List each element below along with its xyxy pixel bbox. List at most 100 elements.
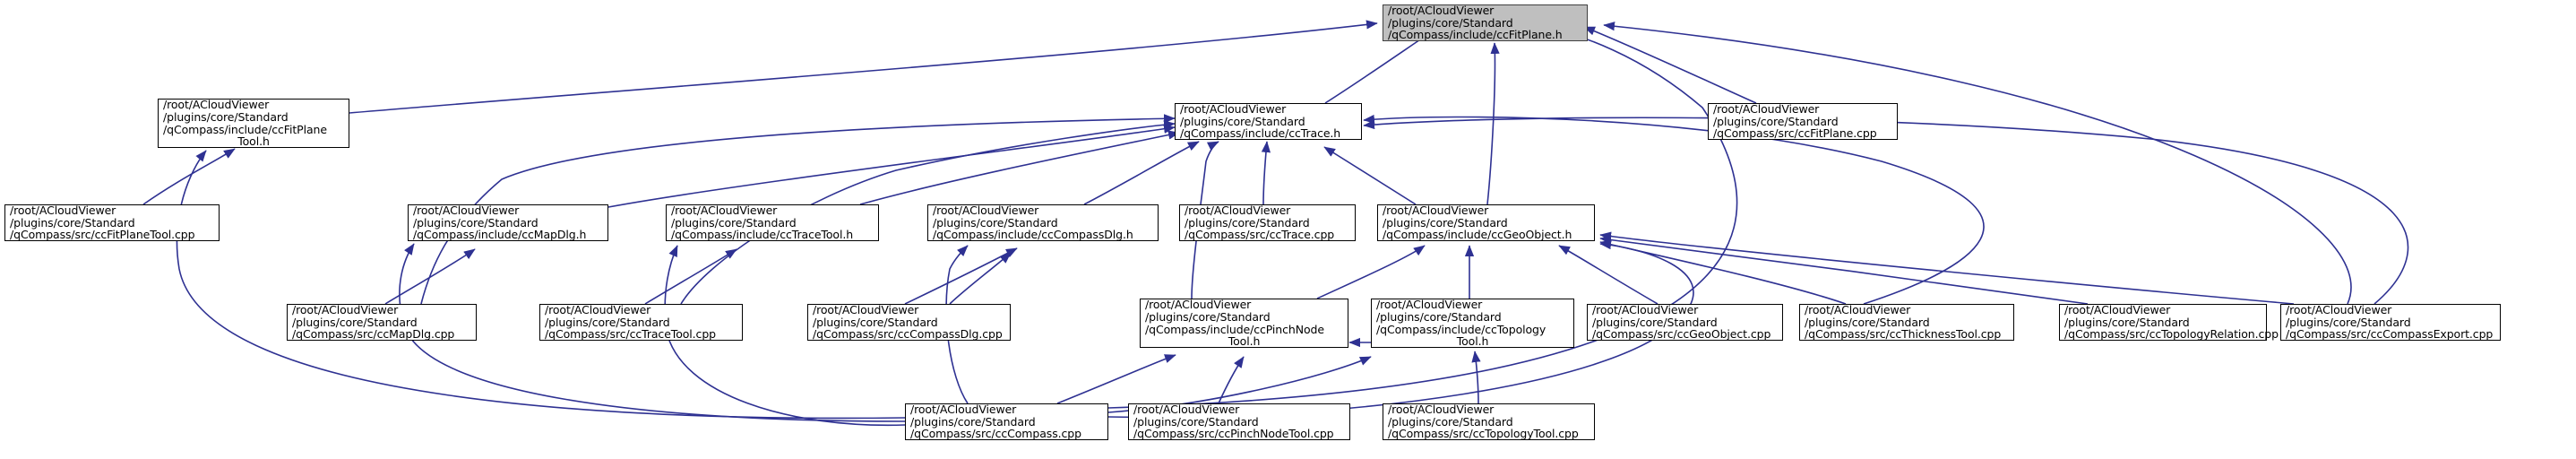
graph-node-ccMapDlg_cpp[interactable]: /root/ACloudViewer/plugins/core/Standard… <box>287 304 477 341</box>
graph-node-label-line: /plugins/core/Standard <box>1376 309 1502 324</box>
edge-ccTrace_h-to-ccFitPlane_h <box>1324 30 1434 104</box>
graph-node-ccTrace_cpp[interactable]: /root/ACloudViewer/plugins/core/Standard… <box>1179 204 1356 241</box>
graph-node-label-line: /root/ACloudViewer <box>545 303 651 317</box>
graph-node-label-line: /root/ACloudViewer <box>292 303 399 317</box>
graph-node-label-line: /plugins/core/Standard <box>1133 414 1259 429</box>
graph-node-ccFitPlaneTool_h[interactable]: /root/ACloudViewer/plugins/core/Standard… <box>158 99 349 148</box>
edge-ccCompass_cpp-to-ccPinchNodeTool_h <box>1056 354 1176 404</box>
graph-node-label-line: /root/ACloudViewer <box>1185 204 1291 218</box>
graph-node-label-line: /plugins/core/Standard <box>933 215 1058 230</box>
graph-node-ccPinchNodeTool_h[interactable]: /root/ACloudViewer/plugins/core/Standard… <box>1140 299 1348 348</box>
graph-node-label-line: /qCompass/include/ccCompassDlg.h <box>933 228 1133 242</box>
graph-node-label-line: /qCompass/src/ccCompassExport.cpp <box>2286 327 2494 342</box>
graph-node-ccPinchNodeTool_cpp[interactable]: /root/ACloudViewer/plugins/core/Standard… <box>1128 403 1350 440</box>
graph-node-label-line: Tool.h <box>1228 334 1261 349</box>
graph-node-label-line: /root/ACloudViewer <box>1133 403 1240 417</box>
graph-node-label-line: /plugins/core/Standard <box>671 215 797 230</box>
edge-ccPinchNodeTool_cpp-to-ccPinchNodeTool_h <box>1218 356 1245 404</box>
edge-ccCompassDlg_cpp-to-ccCompassDlg_h <box>949 252 1012 305</box>
graph-node-label-line: /plugins/core/Standard <box>813 315 938 329</box>
graph-node-label-line: /plugins/core/Standard <box>1388 15 1513 30</box>
edge-ccTraceTool_h-to-ccTrace_h <box>859 130 1180 205</box>
edge-ccTopologyTool_cpp-to-ccTopologyTool_h <box>1471 351 1481 404</box>
graph-node-label-line: /qCompass/src/ccFitPlaneTool.cpp <box>10 228 195 242</box>
graph-node-ccTraceTool_h[interactable]: /root/ACloudViewer/plugins/core/Standard… <box>666 204 879 241</box>
graph-node-label-line: /root/ACloudViewer <box>1145 298 1252 312</box>
graph-node-ccFitPlaneTool_cpp[interactable]: /root/ACloudViewer/plugins/core/Standard… <box>4 204 220 241</box>
graph-node-ccCompassDlg_h[interactable]: /root/ACloudViewer/plugins/core/Standard… <box>927 204 1159 241</box>
graph-node-label-line: /qCompass/include/ccGeoObject.h <box>1383 228 1572 242</box>
graph-node-ccTrace_h[interactable]: /root/ACloudViewer/plugins/core/Standard… <box>1175 103 1362 140</box>
graph-node-label-line: /root/ACloudViewer <box>933 204 1039 218</box>
graph-node-label-line: /plugins/core/Standard <box>1145 309 1271 324</box>
graph-node-ccCompass_cpp[interactable]: /root/ACloudViewer/plugins/core/Standard… <box>905 403 1108 440</box>
graph-node-label-line: /qCompass/src/ccMapDlg.cpp <box>292 327 455 342</box>
edge-ccPinchNodeTool_h-to-ccGeoObject_h <box>1316 245 1426 299</box>
graph-node-label-line: /plugins/core/Standard <box>1185 215 1310 230</box>
graph-node-label-line: /plugins/core/Standard <box>10 215 135 230</box>
graph-node-label-line: /root/ACloudViewer <box>1383 204 1489 218</box>
graph-node-label-line: /qCompass/src/ccTraceTool.cpp <box>545 327 716 342</box>
edge-ccTopologyRelation_cpp-to-ccGeoObject_h <box>1599 235 2089 305</box>
edge-ccFitPlane_cpp-to-ccFitPlane_h <box>1583 26 1757 104</box>
graph-node-label-line: Tool.h <box>1456 334 1489 349</box>
graph-node-ccGeoObject_h[interactable]: /root/ACloudViewer/plugins/core/Standard… <box>1377 204 1595 241</box>
edge-ccGeoObject_cpp-to-ccGeoObject_h <box>1558 245 1658 305</box>
edge-ccGeoObject_h-to-ccTrace_h <box>1323 146 1417 205</box>
edge-ccGeoObject_h-to-ccFitPlane_h <box>1486 42 1500 205</box>
graph-node-label-line: Tool.h <box>237 134 270 149</box>
edge-ccFitPlaneTool_h-to-ccFitPlane_h <box>349 20 1378 114</box>
graph-node-label-line: /plugins/core/Standard <box>1180 114 1305 128</box>
edge-ccTrace_cpp-to-ccTrace_h <box>1261 141 1271 205</box>
graph-node-ccCompassExport_cpp[interactable]: /root/ACloudViewer/plugins/core/Standard… <box>2280 304 2501 341</box>
graph-node-ccCompassDlg_cpp[interactable]: /root/ACloudViewer/plugins/core/Standard… <box>807 304 1011 341</box>
graph-node-label-line: /root/ACloudViewer <box>413 204 520 218</box>
graph-node-label-line: /plugins/core/Standard <box>1592 315 1718 329</box>
edge-ccCompassExport_cpp-to-ccGeoObject_h <box>1599 231 2295 305</box>
graph-node-label-line: /plugins/core/Standard <box>163 109 289 124</box>
graph-node-label-line: /plugins/core/Standard <box>2286 315 2411 329</box>
graph-node-label-line: /plugins/core/Standard <box>545 315 670 329</box>
graph-node-label-line: /plugins/core/Standard <box>1805 315 1930 329</box>
edge-ccMapDlg_cpp-to-ccMapDlg_h <box>384 248 476 305</box>
graph-node-label-line: /root/ACloudViewer <box>910 403 1017 417</box>
graph-node-label-line: /root/ACloudViewer <box>1592 303 1699 317</box>
graph-node-label-line: /qCompass/include/ccTopology <box>1376 322 1546 336</box>
graph-node-label-line: /plugins/core/Standard <box>292 315 418 329</box>
graph-node-label-line: /plugins/core/Standard <box>413 215 538 230</box>
graph-node-label-line: /root/ACloudViewer <box>2064 303 2171 317</box>
graph-node-ccTopologyTool_h[interactable]: /root/ACloudViewer/plugins/core/Standard… <box>1371 299 1574 348</box>
graph-node-ccTopologyTool_cpp[interactable]: /root/ACloudViewer/plugins/core/Standard… <box>1383 403 1595 440</box>
edge-ccCompassDlg_h-to-ccTrace_h <box>1083 141 1200 205</box>
graph-node-label-line: /plugins/core/Standard <box>1383 215 1508 230</box>
graph-node-label-line: /qCompass/include/ccFitPlane <box>163 122 327 136</box>
graph-node-label-line: /qCompass/src/ccFitPlane.cpp <box>1713 126 1877 141</box>
graph-node-label-line: /qCompass/include/ccTraceTool.h <box>671 228 854 242</box>
graph-node-label-line: /plugins/core/Standard <box>910 414 1036 429</box>
edge-ccTraceTool_cpp-to-ccTraceTool_h <box>644 248 737 305</box>
graph-node-ccTraceTool_cpp[interactable]: /root/ACloudViewer/plugins/core/Standard… <box>539 304 743 341</box>
graph-node-label-line: /qCompass/src/ccPinchNodeTool.cpp <box>1133 427 1334 441</box>
edge-ccCompassExport_cpp-to-ccFitPlane_h <box>1603 22 2352 305</box>
graph-node-label-line: /root/ACloudViewer <box>10 204 116 218</box>
graph-node-label-line: /root/ACloudViewer <box>1713 102 1820 117</box>
edge-ccFitPlaneTool_cpp-to-ccFitPlaneTool_h <box>142 148 236 205</box>
graph-node-ccFitPlane_cpp[interactable]: /root/ACloudViewer/plugins/core/Standard… <box>1708 103 1898 140</box>
graph-node-ccGeoObject_cpp[interactable]: /root/ACloudViewer/plugins/core/Standard… <box>1587 304 1783 341</box>
edge-ccCompass_cpp-to-ccFitPlaneTool_h <box>176 150 906 420</box>
graph-node-label-line: /plugins/core/Standard <box>1713 114 1839 128</box>
graph-node-label-line: /root/ACloudViewer <box>1388 403 1495 417</box>
graph-node-label-line: /qCompass/src/ccTopologyTool.cpp <box>1388 427 1579 441</box>
graph-node-ccThicknessTool_cpp[interactable]: /root/ACloudViewer/plugins/core/Standard… <box>1799 304 2014 341</box>
graph-node-ccTopologyRelation_cpp[interactable]: /root/ACloudViewer/plugins/core/Standard… <box>2059 303 2279 341</box>
graph-node-label-line: /qCompass/src/ccGeoObject.cpp <box>1592 327 1771 342</box>
graph-node-label-line: /qCompass/include/ccFitPlane.h <box>1388 28 1563 42</box>
graph-node-label-line: /root/ACloudViewer <box>1388 4 1495 18</box>
edge-ccCompassDlg_cpp-to-ccCompassDlg_h <box>904 247 1018 305</box>
graph-node-label-line: /qCompass/src/ccTrace.cpp <box>1185 228 1335 242</box>
graph-node-ccMapDlg_h[interactable]: /root/ACloudViewer/plugins/core/Standard… <box>408 204 608 241</box>
graph-node-label-line: /plugins/core/Standard <box>1388 414 1513 429</box>
graph-node-label-line: /root/ACloudViewer <box>813 303 919 317</box>
graph-node-label-line: /qCompass/include/ccMapDlg.h <box>413 228 587 242</box>
graph-node-ccFitPlane_h[interactable]: /root/ACloudViewer/plugins/core/Standard… <box>1383 4 1588 41</box>
